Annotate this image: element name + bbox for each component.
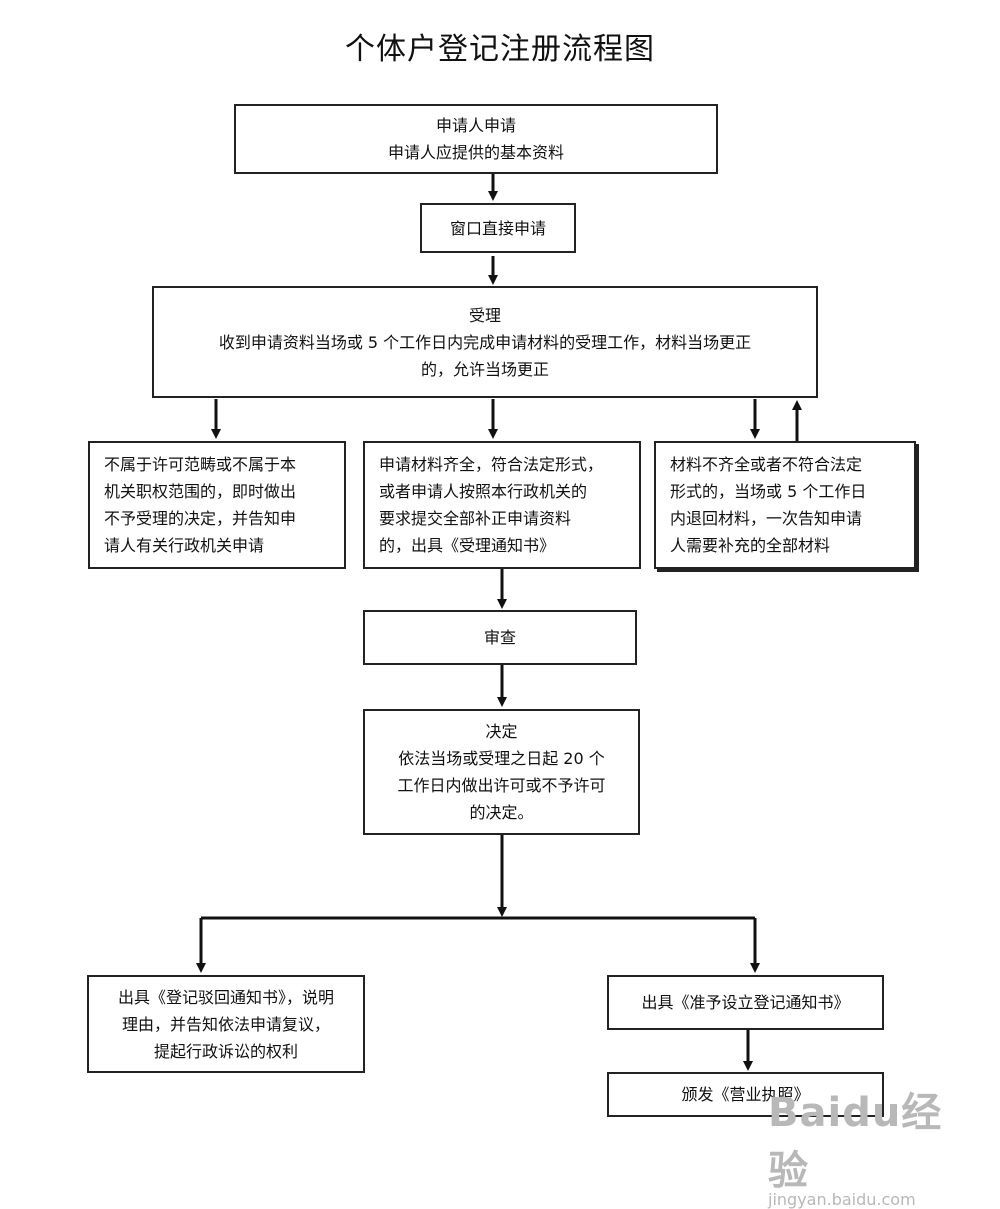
- node-accept-line-2: 收到申请资料当场或 5 个工作日内完成申请材料的受理工作，材料当场更正: [218, 332, 752, 352]
- node-apply-line-2: 申请人应提供的基本资料: [387, 143, 564, 162]
- node-complete: 申请材料齐全，符合法定形式， 或者申请人按照本行政机关的 要求提交全部补正申请资…: [363, 441, 641, 569]
- node-complete-line-3: 要求提交全部补正申请资料: [379, 509, 572, 528]
- watermark-url: jingyan.baidu.com: [768, 1190, 916, 1209]
- node-reject-scope-line-4: 请人有关行政机关申请: [104, 536, 265, 555]
- node-complete-line-1: 申请材料齐全，符合法定形式，: [379, 455, 604, 474]
- node-decision-line-3: 工作日内做出许可或不予许可: [397, 776, 606, 795]
- node-decision: 决定 依法当场或受理之日起 20 个 工作日内做出许可或不予许可 的决定。: [363, 709, 640, 835]
- node-accept-line-1: 受理: [468, 305, 501, 325]
- node-incomplete-line-1: 材料不齐全或者不符合法定: [670, 455, 863, 474]
- node-decision-line-4: 的决定。: [469, 803, 534, 822]
- node-reject-notice-line-2: 理由，并告知依法申请复议，: [121, 1014, 330, 1034]
- node-accept-line-3: 的，允许当场更正: [420, 359, 549, 379]
- node-review-line-1: 审查: [483, 628, 516, 647]
- baidu-jingyan-watermark: Baidu经验 jingyan.baidu.com: [768, 1080, 968, 1209]
- connector-layer: [196, 174, 802, 1071]
- node-reject-scope-line-1: 不属于许可范畴或不属于本: [104, 455, 297, 474]
- node-reject-scope: 不属于许可范畴或不属于本 机关职权范围的，即时做出 不予受理的决定，并告知申 请…: [88, 441, 346, 569]
- watermark-logo: Baidu经验: [768, 1090, 943, 1194]
- node-apply-line-1: 申请人申请: [435, 116, 516, 135]
- node-accept: 受理 收到申请资料当场或 5 个工作日内完成申请材料的受理工作，材料当场更正 的…: [152, 286, 818, 398]
- node-window-line-1: 窗口直接申请: [449, 218, 546, 238]
- node-decision-line-1: 决定: [485, 722, 518, 741]
- node-review: 审查: [363, 610, 637, 665]
- node-incomplete-line-2: 形式的，当场或 5 个工作日: [670, 482, 867, 501]
- node-reject-scope-line-2: 机关职权范围的，即时做出: [104, 482, 297, 501]
- node-reject-notice: 出具《登记驳回通知书》，说明 理由，并告知依法申请复议， 提起行政诉讼的权利: [87, 975, 365, 1073]
- node-license-line-1: 颁发《营业执照》: [681, 1085, 810, 1104]
- node-license: 颁发《营业执照》: [607, 1072, 884, 1117]
- node-reject-scope-line-3: 不予受理的决定，并告知申: [104, 509, 297, 528]
- node-approve-notice-line-1: 出具《准予设立登记通知书》: [641, 993, 850, 1012]
- node-incomplete: 材料不齐全或者不符合法定 形式的，当场或 5 个工作日 内退回材料，一次告知申请…: [654, 441, 916, 569]
- node-decision-line-2: 依法当场或受理之日起 20 个: [398, 749, 605, 768]
- node-apply: 申请人申请 申请人应提供的基本资料: [234, 104, 718, 174]
- node-reject-notice-line-1: 出具《登记驳回通知书》，说明: [117, 987, 334, 1007]
- node-incomplete-line-4: 人需要补充的全部材料: [670, 536, 831, 555]
- node-complete-line-4: 的，出具《受理通知书》: [379, 536, 556, 555]
- node-complete-line-2: 或者申请人按照本行政机关的: [379, 482, 588, 501]
- node-approve-notice: 出具《准予设立登记通知书》: [607, 975, 884, 1030]
- node-incomplete-line-3: 内退回材料，一次告知申请: [670, 509, 863, 528]
- diagram-title: 个体户登记注册流程图: [345, 32, 655, 67]
- node-window: 窗口直接申请: [420, 203, 576, 253]
- node-reject-notice-line-3: 提起行政诉讼的权利: [153, 1041, 298, 1061]
